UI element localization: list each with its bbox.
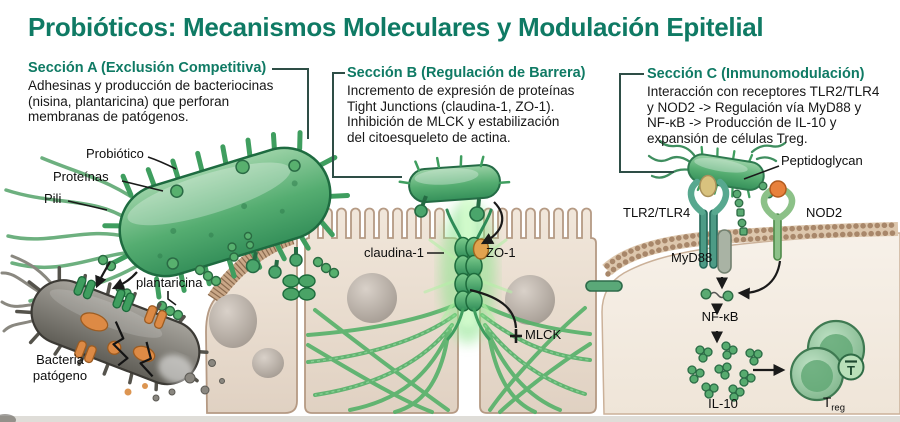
section-brackets — [272, 68, 674, 178]
section-a-body-line: Adhesinas y producción de bacteriocinas — [28, 78, 274, 93]
pathogen-debris — [152, 359, 225, 402]
label-myd88: MyD88 — [671, 250, 713, 265]
section-b-text: Sección B (Regulación de Barrera) Increm… — [347, 65, 599, 145]
signal-molecule — [700, 288, 734, 302]
tight-junction — [445, 208, 493, 341]
arrows — [95, 201, 786, 377]
label-peptidoglycan: Peptidoglycan — [781, 153, 863, 168]
label-il10: IL-10 — [708, 396, 738, 411]
section-c-body-line: expansión de células Treg. — [647, 130, 808, 146]
section-c-body-line: Interacción con receptores TLR2/TLR4 — [647, 84, 880, 99]
section-b-body-line: Incremento de expresión de proteínas — [347, 83, 575, 98]
nod2-ligand — [769, 180, 787, 198]
arrow-inhibit-mlck — [469, 288, 518, 329]
arrow-bacterium-to-zo1 — [480, 201, 504, 245]
bracket-section-b — [332, 72, 402, 178]
section-c-text: Sección C (Inmunomodulación) Interacción… — [647, 66, 895, 146]
label-tlr2-tlr4: TLR2/TLR4 — [623, 205, 691, 220]
adherens-junction-left — [282, 274, 316, 301]
label-claudina-1: claudina-1 — [364, 245, 424, 260]
bracket-section-c — [619, 73, 674, 173]
tlr-receptor — [687, 174, 730, 269]
label-nfkb: NF-κB — [701, 309, 739, 324]
treg-cells: T — [789, 319, 866, 402]
section-b-body-line: del citoesqueleto de actina. — [347, 129, 511, 145]
section-c-body-line: y NOD2 -> Regulación vía MyD88 y — [647, 99, 862, 115]
label-proteinas: Proteínas — [53, 169, 109, 184]
label-bacteria-patogeno: Bacteria patógeno — [32, 352, 88, 383]
label-pointer-lines — [67, 156, 780, 306]
section-b-body-line: Inhibición de MLCK y estabilización — [347, 114, 560, 129]
label-plantaricina: plantaricina — [136, 275, 203, 290]
pathogen-bacterium — [15, 266, 225, 402]
adhesin-feet — [245, 247, 303, 279]
nucleus — [252, 348, 284, 378]
section-a-heading: Sección A (Exclusión Competitiva) — [28, 60, 267, 76]
label-probiotico: Probiótico — [86, 146, 144, 161]
adhering-bacterium — [398, 155, 511, 222]
label-pili: Pili — [44, 191, 62, 206]
arrow-plantaricin-1 — [95, 261, 111, 289]
label-treg: Treg — [823, 395, 845, 414]
nucleus — [347, 273, 397, 323]
tlr-ligand — [699, 174, 717, 198]
arrow-plantaricin-2 — [111, 271, 138, 290]
section-a-text: Sección A (Exclusión Competitiva) Adhesi… — [28, 60, 293, 125]
section-c-heading: Sección C (Inmunomodulación) — [647, 66, 865, 82]
il10-molecules — [687, 341, 763, 402]
label-zo-1: ZO-1 — [486, 245, 516, 260]
section-b-body-line: Tight Junctions (claudina-1, ZO-1). — [347, 98, 555, 114]
arrow-nod2-curve — [737, 260, 782, 300]
label-mlck: MLCK — [525, 327, 562, 342]
label-nod2: NOD2 — [806, 205, 843, 220]
bracket-section-a — [272, 68, 309, 139]
page-title: Probióticos: Mecanismos Moleculares y Mo… — [28, 12, 764, 42]
section-b-heading: Sección B (Regulación de Barrera) — [347, 65, 586, 81]
section-a-body-line: (nisina, plantaricina) que perforan — [28, 93, 230, 109]
nucleus — [505, 275, 555, 325]
adherens-junction-right — [585, 280, 623, 292]
right-epithelial-cell — [601, 222, 900, 415]
section-a-body-line: membranas de patógenos. — [28, 109, 189, 124]
actin-cytoskeleton-left — [306, 303, 457, 414]
epithelial-cell-3 — [479, 207, 597, 414]
myd88-adapter — [717, 229, 732, 274]
actin-texture — [307, 314, 591, 396]
corner-smudge — [0, 414, 16, 422]
svg-text:T: T — [847, 363, 855, 378]
treg-badge: T — [837, 353, 865, 381]
nucleus — [209, 294, 257, 348]
section-c-body-line: NF-κB -> Producción de IL-10 y — [647, 115, 837, 130]
nod2-receptor — [760, 180, 796, 261]
bottom-shade — [0, 416, 900, 422]
